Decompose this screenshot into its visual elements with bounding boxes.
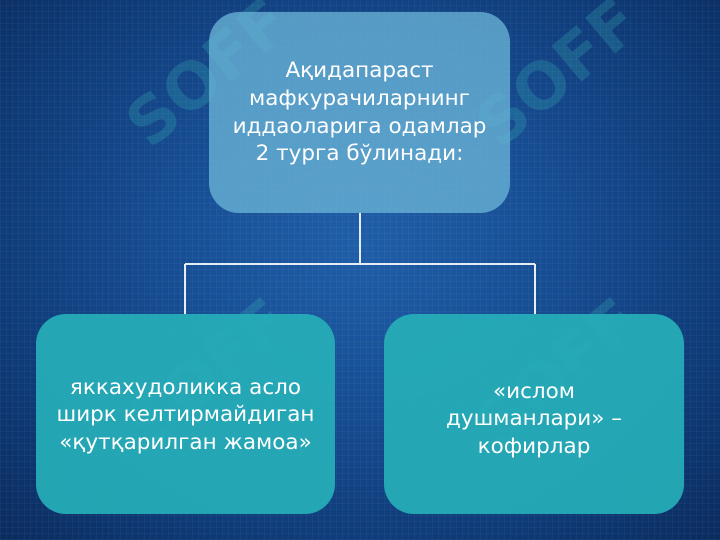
top-node-line-4: 2 турга бўлинади: <box>255 141 464 167</box>
left-node-text: яккахудоликка асло ширк келтирмайдиган «… <box>56 374 315 455</box>
right-node-text: «ислом душманлари» – кофирлар <box>446 378 622 459</box>
top-node-line-3: иддаоларига одамлар <box>232 113 487 139</box>
left-node: яккахудоликка асло ширк келтирмайдиган «… <box>36 314 335 514</box>
top-node-line-2: мафкурачиларнинг <box>249 85 470 111</box>
top-node-text: Ақидапараст мафкурачиларнинг иддаоларига… <box>233 57 487 167</box>
right-node: «ислом душманлари» – кофирлар <box>384 314 684 514</box>
top-node-line-1: Ақидапараст <box>285 58 434 84</box>
top-node: Ақидапараст мафкурачиларнинг иддаоларига… <box>209 12 510 213</box>
